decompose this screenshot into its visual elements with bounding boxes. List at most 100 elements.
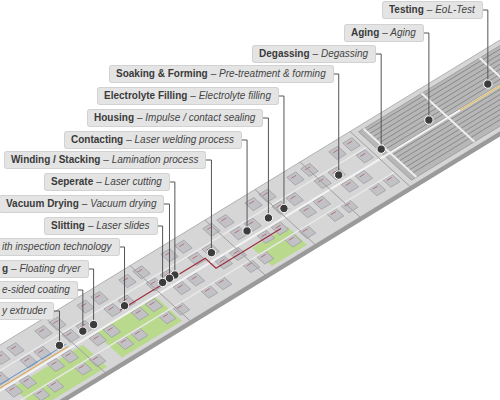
- step-process: – Lamination process: [103, 154, 198, 165]
- aisle: [0, 147, 367, 400]
- machine-detail: [179, 244, 184, 247]
- machine-detail: [51, 382, 56, 385]
- step-process: – Vacuum drying: [82, 198, 157, 209]
- callout-box: g– Floating dryer: [0, 261, 88, 277]
- machine-detail: [163, 314, 168, 317]
- machine-detail: [346, 182, 351, 185]
- machine-detail: [192, 276, 197, 279]
- step-process: – EoL-Test: [427, 4, 475, 15]
- leader-dot: [207, 248, 215, 256]
- machine-detail: [95, 295, 100, 298]
- machine-detail: [220, 259, 225, 262]
- leader-line: [333, 74, 339, 171]
- leader-line: [119, 247, 125, 302]
- leader-line: [241, 140, 247, 227]
- machine-detail: [66, 353, 71, 356]
- machine-detail: [38, 350, 43, 353]
- machine-block: [7, 343, 24, 356]
- callout-box: ith inspection technology: [0, 239, 119, 255]
- leader-line: [53, 311, 59, 341]
- rack-row: [409, 30, 500, 170]
- step-name: Degassing: [259, 48, 310, 59]
- conveyor: [460, 7, 500, 111]
- material-path: [120, 229, 281, 311]
- machine-block: [158, 311, 175, 324]
- machine-detail: [205, 288, 210, 291]
- machine-detail: [11, 346, 16, 349]
- leader-line: [88, 269, 94, 321]
- callout-box: Electrolyte Filling– Electrolyte filling: [98, 88, 278, 104]
- step-name: g: [2, 263, 8, 274]
- callout-box: Degassing– Degassing: [253, 46, 375, 62]
- machine-detail: [94, 336, 99, 339]
- machine-detail: [39, 329, 44, 332]
- step-process: – Pre-treatment & forming: [211, 68, 326, 79]
- step-process: – Degassing: [313, 48, 369, 59]
- leader-dot: [120, 301, 128, 309]
- machine-detail: [53, 320, 58, 323]
- machine-detail: [387, 177, 392, 180]
- rack-aisle: [480, 58, 500, 106]
- machine-detail: [24, 379, 29, 382]
- machine-detail: [247, 263, 252, 266]
- aisle: [0, 172, 394, 400]
- machine-detail: [81, 303, 86, 306]
- cross-wall: [255, 189, 315, 244]
- machine-block: [287, 172, 304, 185]
- machine-detail: [135, 331, 140, 334]
- leader-line: [157, 226, 163, 278]
- callout-box: Winding / Stacking– Lamination process: [5, 152, 205, 168]
- leader-dot: [425, 116, 433, 124]
- machine-detail: [93, 357, 98, 360]
- cross-wall: [205, 220, 265, 275]
- machine-block: [172, 302, 189, 315]
- machine-block: [284, 234, 301, 247]
- cross-wall: [350, 132, 410, 187]
- leader-dot: [484, 80, 492, 88]
- step-name: Testing: [389, 4, 424, 15]
- machine-detail: [121, 340, 126, 343]
- leader-line: [77, 290, 83, 327]
- machine-block: [242, 259, 259, 272]
- machine-detail: [150, 302, 155, 305]
- machine-detail: [289, 237, 294, 240]
- step-process: – Laser slides: [88, 220, 150, 231]
- machine-block: [77, 300, 94, 313]
- machine-detail: [150, 281, 155, 284]
- machine-block: [119, 274, 136, 287]
- rack-row: [406, 27, 500, 167]
- machine-block: [175, 240, 192, 253]
- machine-block: [343, 138, 360, 151]
- machine-detail: [108, 307, 113, 310]
- leader-line: [262, 118, 268, 214]
- machine-detail: [123, 278, 128, 281]
- callout-box: y extruder: [0, 303, 53, 319]
- step-process: – Laser welding process: [126, 134, 234, 145]
- machine-detail: [290, 196, 295, 199]
- step-name: Aging: [351, 27, 379, 38]
- callout-box: Contacting– Laser welding process: [65, 132, 241, 148]
- machine-block: [329, 146, 346, 159]
- machine-block: [32, 388, 49, 400]
- machine-detail: [192, 256, 197, 259]
- cross-wall: [130, 266, 190, 321]
- callout-box: Aging– Aging: [345, 25, 423, 41]
- material-path: [0, 346, 68, 400]
- leader-line: [482, 10, 488, 80]
- machine-detail: [318, 200, 323, 203]
- step-name: Seperate: [51, 176, 93, 187]
- callout-box: Housing– Impulse / contact sealing: [88, 110, 262, 126]
- leader-dot: [335, 171, 343, 179]
- machine-block: [116, 336, 133, 349]
- leader-dot: [377, 145, 385, 153]
- machine-block: [46, 379, 63, 392]
- machine-detail: [347, 141, 352, 144]
- leader-dot: [55, 341, 63, 349]
- machine-detail: [360, 153, 365, 156]
- machine-block: [0, 351, 10, 364]
- machine-detail: [221, 218, 226, 221]
- callout-box: Slitting– Laser slides: [45, 218, 157, 234]
- machine-detail: [360, 174, 365, 177]
- machine-block: [214, 277, 231, 290]
